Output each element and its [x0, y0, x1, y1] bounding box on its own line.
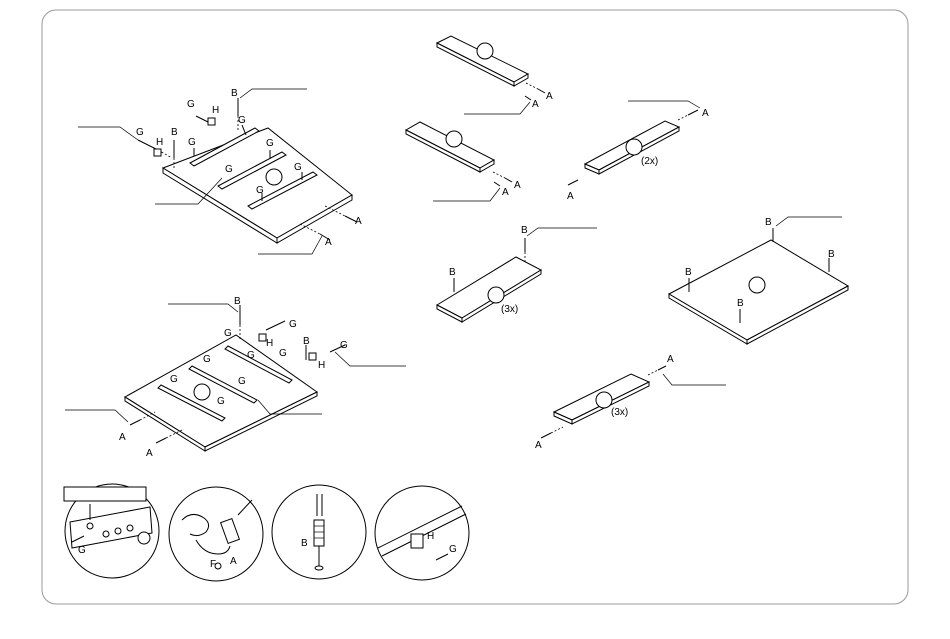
label-g: G [217, 396, 225, 407]
label-a: A [532, 99, 539, 110]
label-g: G [256, 185, 264, 196]
label-a: A [119, 432, 126, 443]
label-g: G [78, 545, 86, 556]
label-a: A [502, 187, 509, 198]
step-number-circle [488, 287, 504, 303]
step-number-circle [477, 43, 493, 59]
label-a: A [230, 556, 237, 567]
label-g: G [203, 354, 211, 365]
quantity-3x: (3x) [611, 407, 628, 418]
label-g: G [266, 138, 274, 149]
step-number-circle [446, 131, 462, 147]
detail-circle [375, 486, 469, 580]
label-g: G [238, 376, 246, 387]
label-g: G [449, 544, 457, 555]
label-g: G [187, 99, 195, 110]
step-number-circle [596, 392, 612, 408]
label-b: B [234, 296, 241, 307]
detail-cam-rail: G [64, 484, 159, 578]
label-a: A [546, 91, 553, 102]
label-b: B [828, 249, 835, 260]
label-b: B [449, 267, 456, 278]
label-g: G [136, 127, 144, 138]
cam-lock-icon [411, 534, 423, 548]
label-b: B [765, 217, 772, 228]
label-g: G [340, 340, 348, 351]
label-a: A [702, 108, 709, 119]
step-number-circle [749, 277, 765, 293]
label-g: G [224, 328, 232, 339]
label-h: H [212, 105, 219, 116]
label-g: G [238, 115, 246, 126]
label-g: G [279, 348, 287, 359]
label-a: A [146, 448, 153, 459]
cam-lock-icon [138, 532, 150, 544]
label-b: B [737, 298, 744, 309]
step-number-circle [266, 169, 282, 185]
label-b: B [231, 88, 238, 99]
step-number-circle [194, 384, 210, 400]
label-a: A [355, 216, 362, 227]
label-a: A [535, 440, 542, 451]
label-b: B [303, 336, 310, 347]
label-b: B [171, 127, 178, 138]
cam-lock-icon [154, 149, 161, 156]
label-a: A [567, 191, 574, 202]
label-g: G [170, 374, 178, 385]
label-g: G [225, 164, 233, 175]
label-h: H [318, 360, 325, 371]
step-number-circle [626, 139, 642, 155]
label-a: A [667, 354, 674, 365]
label-g: G [289, 319, 297, 330]
cam-lock-icon [259, 334, 266, 341]
detail-screwdriver: B [272, 485, 366, 579]
label-h: H [427, 531, 434, 542]
label-g: G [247, 350, 255, 361]
label-b: B [685, 267, 692, 278]
label-b: B [301, 538, 308, 549]
blank-label-box [64, 487, 146, 501]
quantity-3x: (3x) [501, 304, 518, 315]
label-f: F [210, 559, 216, 570]
label-g: G [188, 137, 196, 148]
label-h: H [266, 338, 273, 349]
label-g: G [294, 162, 302, 173]
dowel-icon [314, 520, 324, 546]
detail-hammer: F A [169, 487, 263, 581]
detail-cam-insert: H G [375, 486, 469, 580]
label-b: B [521, 225, 528, 236]
label-a: A [325, 237, 332, 248]
quantity-2x: (2x) [641, 156, 658, 167]
label-h: H [156, 137, 163, 148]
label-a: A [514, 180, 521, 191]
